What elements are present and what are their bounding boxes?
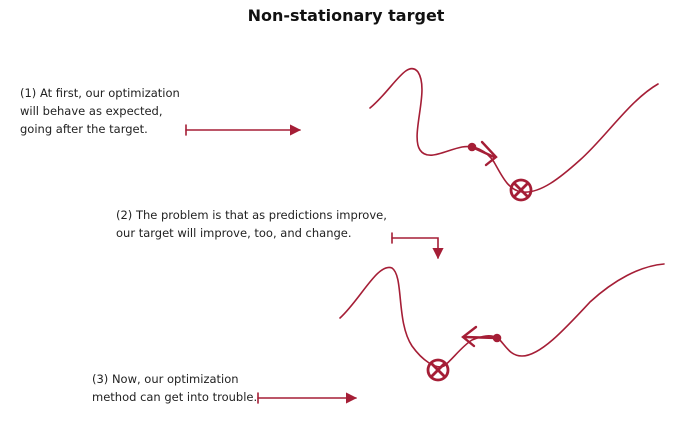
step-arrow-top xyxy=(467,140,498,167)
annotation-3-line-1: (3) Now, our optimization xyxy=(92,372,239,386)
target-circle-x-icon xyxy=(426,358,450,382)
annotation-1: (1) At first, our optimization will beha… xyxy=(20,84,180,138)
loss-curve-bottom xyxy=(339,263,665,368)
annotation-1-line-1: (1) At first, our optimization xyxy=(20,86,180,100)
annotation-3-line-2: method can get into trouble. xyxy=(92,390,258,404)
pointer-arrow-1 xyxy=(185,124,302,136)
loss-curve-top xyxy=(369,67,659,193)
annotation-2-line-2: our target will improve, too, and change… xyxy=(116,226,352,240)
figure-title: Non-stationary target xyxy=(247,6,445,25)
annotation-2-line-1: (2) The problem is that as predictions i… xyxy=(116,208,387,222)
pointer-arrow-3 xyxy=(257,392,358,404)
step-arrow-bottom xyxy=(461,325,502,348)
annotation-1-line-3: going after the target. xyxy=(20,122,148,136)
target-circle-x-icon xyxy=(509,178,533,202)
annotation-2: (2) The problem is that as predictions i… xyxy=(116,206,387,242)
annotation-1-line-2: will behave as expected, xyxy=(20,104,163,118)
annotation-3: (3) Now, our optimization method can get… xyxy=(92,370,257,406)
pointer-arrow-2 xyxy=(391,232,444,260)
